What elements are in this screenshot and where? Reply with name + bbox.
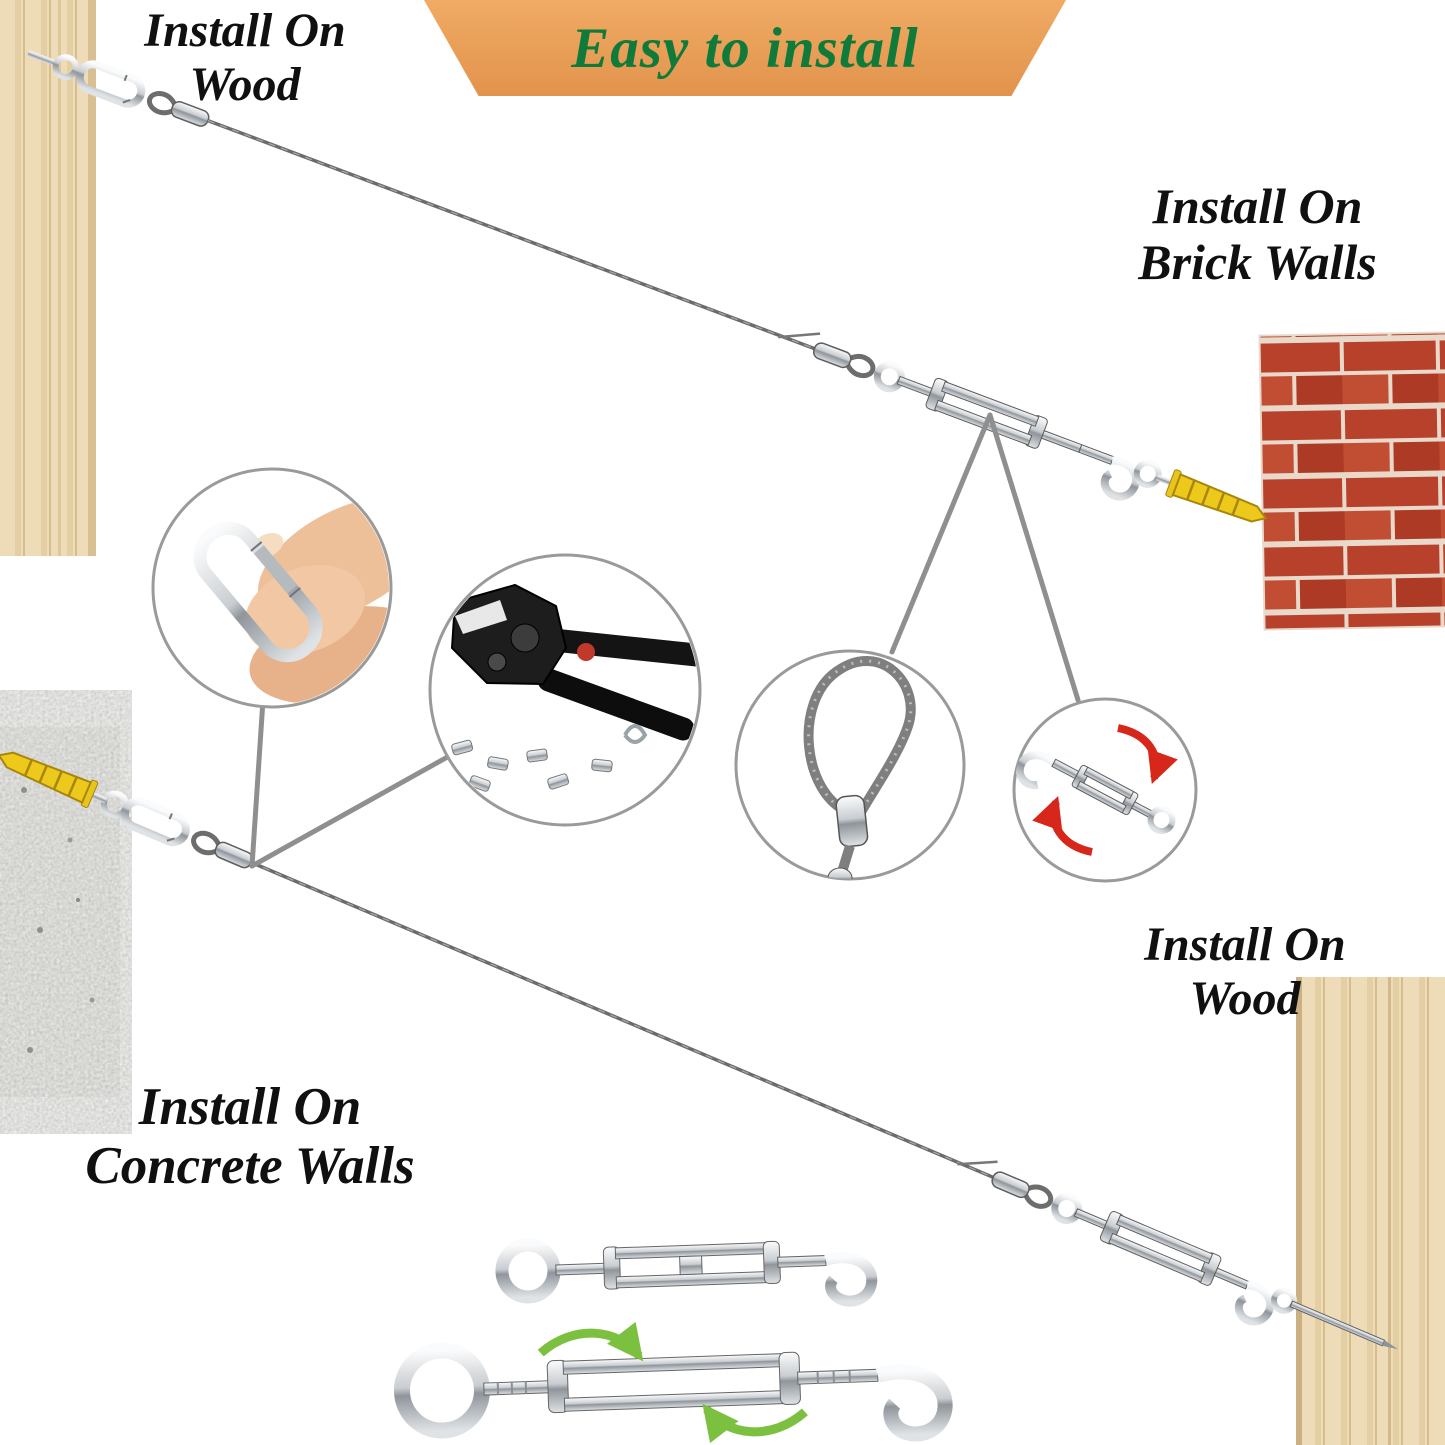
turnbuckle-hook	[1069, 445, 1142, 501]
brick-wall-photo	[1258, 331, 1445, 631]
turnbuckle-product-image-2	[393, 1321, 953, 1444]
inset-crimping-tool-photo	[428, 553, 702, 827]
upper-cable-assembly	[27, 50, 1271, 548]
easy-to-install-banner: Easy to install	[424, 0, 1066, 96]
cable-tail-end	[778, 332, 821, 339]
wire-thimble	[623, 724, 648, 744]
label-line: Concrete Walls	[85, 1137, 415, 1196]
wire-rope-end	[837, 844, 855, 874]
red-rotation-arrow	[1032, 795, 1093, 856]
crimp-ferrules	[451, 739, 613, 792]
callout-line	[249, 747, 463, 869]
threaded-rod	[896, 375, 933, 397]
inset-carabiner-photo	[151, 467, 393, 709]
green-rotation-arrow	[537, 1321, 644, 1362]
cable-strand-highlight	[250, 861, 994, 1178]
turnbuckle-body	[924, 376, 1049, 450]
tool-pivot-bolt	[510, 623, 540, 653]
wood-post-bottom-right-photo	[1296, 977, 1445, 1445]
label-line: Install On	[1144, 918, 1346, 971]
eye-lag-shank	[27, 50, 58, 67]
label-install-on-brick-walls: Install On Brick Walls	[1070, 178, 1445, 290]
label-line: Wood	[1189, 971, 1301, 1025]
eye-lag-in-wood	[52, 54, 79, 81]
callout-line	[987, 412, 1081, 703]
label-line: Install On	[138, 1078, 362, 1136]
tool-pivot-bolt	[487, 652, 507, 672]
label-line: Install On	[144, 4, 346, 57]
lower-cable-assembly	[0, 741, 1399, 1350]
tool-red-dial	[577, 643, 595, 661]
turnbuckle-body	[1098, 1209, 1223, 1288]
cable-tail-end	[957, 1160, 998, 1166]
callout-line	[889, 412, 993, 655]
callout-line	[249, 697, 266, 869]
threaded-rod	[1040, 430, 1083, 453]
yellow-anchor-in-brick	[1132, 457, 1270, 531]
inset-turnbuckle-photo	[1012, 697, 1198, 883]
label-install-on-concrete-walls: Install On Concrete Walls	[0, 1078, 500, 1197]
crimping-tool-handles	[537, 629, 698, 741]
label-line: Brick Walls	[1138, 234, 1377, 290]
cable-crimp-terminal	[191, 830, 255, 871]
mini-turnbuckle	[1015, 751, 1176, 835]
inset-wire-loop-photo	[734, 649, 966, 881]
snap-hook-carabiner	[121, 796, 190, 846]
carabiner-snap-hook	[193, 521, 323, 663]
label-install-on-wood-top: Install On Wood	[85, 4, 405, 112]
red-rotation-arrow	[1117, 724, 1178, 785]
label-line: Wood	[189, 57, 301, 111]
banner-text: Easy to install	[571, 16, 919, 80]
cable-crimp-terminal	[990, 1169, 1054, 1210]
green-rotation-arrow	[702, 1403, 808, 1444]
lag-screw-tip	[1382, 1340, 1399, 1350]
crimping-tool-jaw	[455, 600, 507, 634]
turnbuckle-product-image-1	[495, 1238, 878, 1307]
wood-post-top-left-photo	[0, 0, 96, 556]
eye-lag-in-wood	[1270, 1287, 1297, 1314]
wire-rope-strands	[807, 659, 913, 815]
label-install-on-wood-right: Install On Wood	[1075, 918, 1415, 1026]
threaded-rod	[1073, 1208, 1108, 1230]
cable-strand-highlight	[207, 120, 815, 350]
turnbuckle-hook	[1203, 1268, 1276, 1326]
label-line: Install On	[1152, 178, 1363, 234]
crimp-sleeve	[835, 794, 869, 848]
cable-crimp-terminal	[811, 340, 875, 379]
